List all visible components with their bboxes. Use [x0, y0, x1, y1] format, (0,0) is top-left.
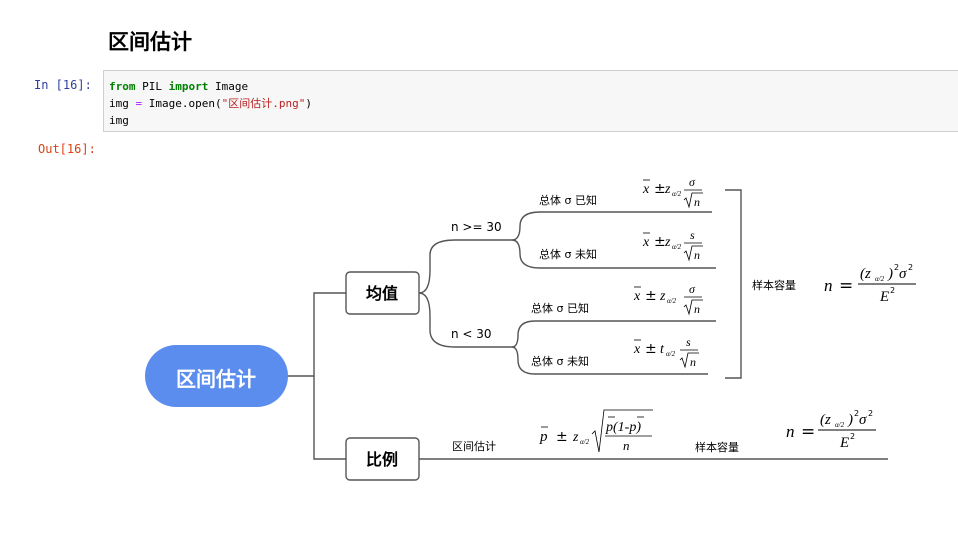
input-prompt: In [16]:: [34, 78, 92, 92]
svg-text:α/2: α/2: [672, 243, 682, 251]
svg-text:(z: (z: [860, 266, 871, 282]
svg-text:=: =: [839, 276, 853, 296]
svg-text:n: n: [694, 195, 700, 209]
svg-text:±: ±: [654, 234, 666, 250]
root-label: 区间估计: [176, 367, 256, 391]
svg-text:p(1-p): p(1-p): [605, 420, 641, 435]
svg-text:σ: σ: [689, 282, 696, 296]
mindmap-connectors: [288, 189, 888, 460]
svg-text:p: p: [539, 429, 548, 445]
page-title: 区间估计: [108, 30, 192, 54]
svg-text:x: x: [642, 182, 650, 197]
mean-label: 均值: [366, 284, 398, 303]
svg-text:α/2: α/2: [672, 190, 682, 198]
svg-text:α/2: α/2: [835, 421, 845, 429]
svg-text:σ: σ: [689, 175, 696, 189]
svg-text:z: z: [572, 430, 579, 445]
formula-sample-size-mean: n = (z α/2 ) 2 σ 2 E 2: [824, 263, 916, 305]
svg-text:±: ±: [645, 288, 657, 304]
formula-proportion-interval: p ± z α/2 p(1-p) n: [539, 409, 653, 453]
root-node: [145, 345, 288, 407]
output-prompt: Out[16]:: [38, 142, 96, 156]
formula-z-known-small: x ± z α/2 σ n: [633, 282, 703, 316]
svg-text:2: 2: [868, 409, 873, 418]
formula-sample-size-proportion: n = (z α/2 ) 2 σ 2 E 2: [786, 409, 876, 451]
interval-label-proportion: 区间估计: [452, 440, 496, 453]
svg-text:±: ±: [654, 181, 666, 197]
svg-text:2: 2: [854, 409, 859, 418]
svg-text:σ: σ: [899, 266, 907, 282]
svg-text:x: x: [642, 235, 650, 250]
svg-text:E: E: [879, 289, 889, 305]
sample-size-label-proportion: 样本容量: [695, 440, 739, 454]
sigma-known-label-2: 总体 σ 已知: [531, 301, 589, 315]
svg-text:±: ±: [645, 341, 657, 357]
svg-text:α/2: α/2: [875, 275, 885, 283]
svg-text:n: n: [786, 422, 795, 441]
svg-text:t: t: [660, 342, 665, 357]
sigma-known-label-1: 总体 σ 已知: [539, 193, 597, 207]
svg-text:): ): [887, 266, 893, 282]
svg-text:α/2: α/2: [667, 297, 677, 305]
svg-text:2: 2: [850, 432, 855, 441]
sigma-unknown-label-2: 总体 σ 未知: [531, 354, 589, 368]
proportion-node: [345, 437, 420, 481]
code-cell[interactable]: from PIL import Image img = Image.open("…: [103, 70, 958, 132]
proportion-label: 比例: [366, 450, 398, 469]
svg-text:z: z: [664, 182, 671, 197]
svg-text:z: z: [664, 235, 671, 250]
sigma-unknown-label-1: 总体 σ 未知: [539, 247, 597, 261]
svg-text:(z: (z: [820, 412, 831, 428]
svg-text:±: ±: [556, 429, 568, 445]
svg-text:2: 2: [894, 263, 899, 272]
svg-text:x: x: [633, 342, 641, 357]
svg-text:n: n: [623, 438, 630, 453]
svg-text:σ: σ: [859, 412, 867, 428]
svg-text:n: n: [824, 276, 833, 295]
sample-size-label-mean: 样本容量: [752, 278, 796, 292]
svg-text:s: s: [686, 335, 691, 349]
svg-text:z: z: [659, 289, 666, 304]
svg-text:n: n: [694, 248, 700, 262]
mean-node: [345, 271, 420, 315]
svg-text:s: s: [690, 228, 695, 242]
n-large-label: n >= 30: [451, 220, 502, 234]
svg-text:2: 2: [890, 286, 895, 295]
formula-z-known: x ± z α/2 σ n: [642, 175, 703, 209]
code-text[interactable]: from PIL import Image img = Image.open("…: [109, 80, 312, 127]
svg-text:2: 2: [908, 263, 913, 272]
svg-text:): ): [847, 412, 853, 428]
n-small-label: n < 30: [451, 327, 492, 341]
svg-text:E: E: [839, 435, 849, 451]
svg-text:=: =: [801, 422, 815, 442]
svg-text:α/2: α/2: [666, 350, 676, 358]
svg-text:n: n: [694, 302, 700, 316]
formula-z-unknown: x ± z α/2 s n: [642, 228, 703, 262]
svg-text:x: x: [633, 289, 641, 304]
svg-text:α/2: α/2: [580, 438, 590, 446]
formula-t-unknown: x ± t α/2 s n: [633, 335, 699, 369]
svg-text:n: n: [690, 355, 696, 369]
